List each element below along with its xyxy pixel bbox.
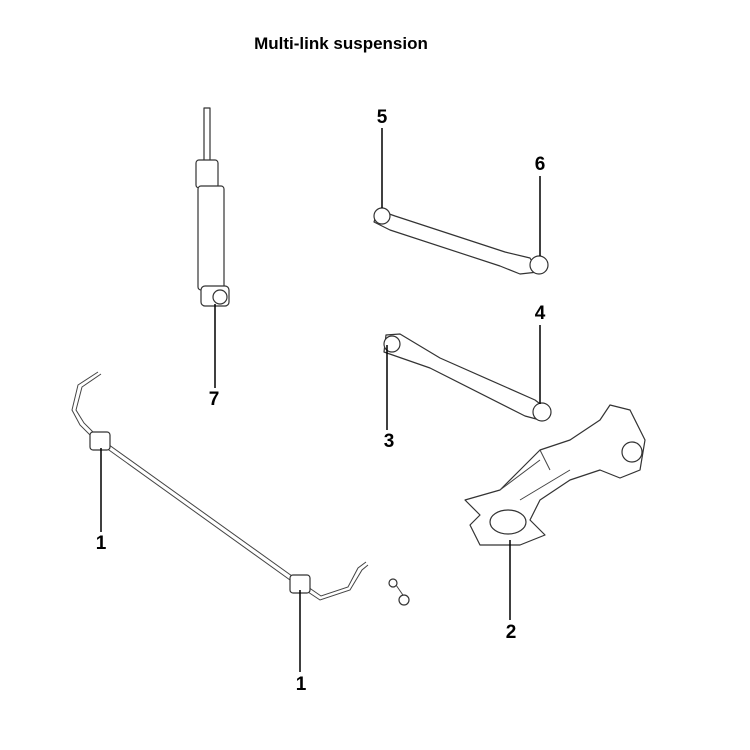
stabilizer-bar [71, 371, 369, 601]
callout-4: 4 [534, 303, 546, 324]
callout-5: 5 [376, 107, 388, 128]
stabilizer-link [388, 578, 410, 606]
lower-control-arm [383, 333, 552, 422]
knuckle [464, 404, 646, 546]
upper-control-arm [373, 207, 549, 275]
callout-7: 7 [208, 389, 220, 410]
callout-3: 3 [383, 431, 395, 452]
callout-6: 6 [534, 154, 546, 175]
callout-2: 2 [505, 622, 517, 643]
shock-absorber [195, 107, 230, 307]
diagram-title: Multi-link suspension [254, 34, 428, 53]
callout-1-left: 1 [95, 533, 107, 554]
callout-1-right: 1 [295, 674, 307, 695]
